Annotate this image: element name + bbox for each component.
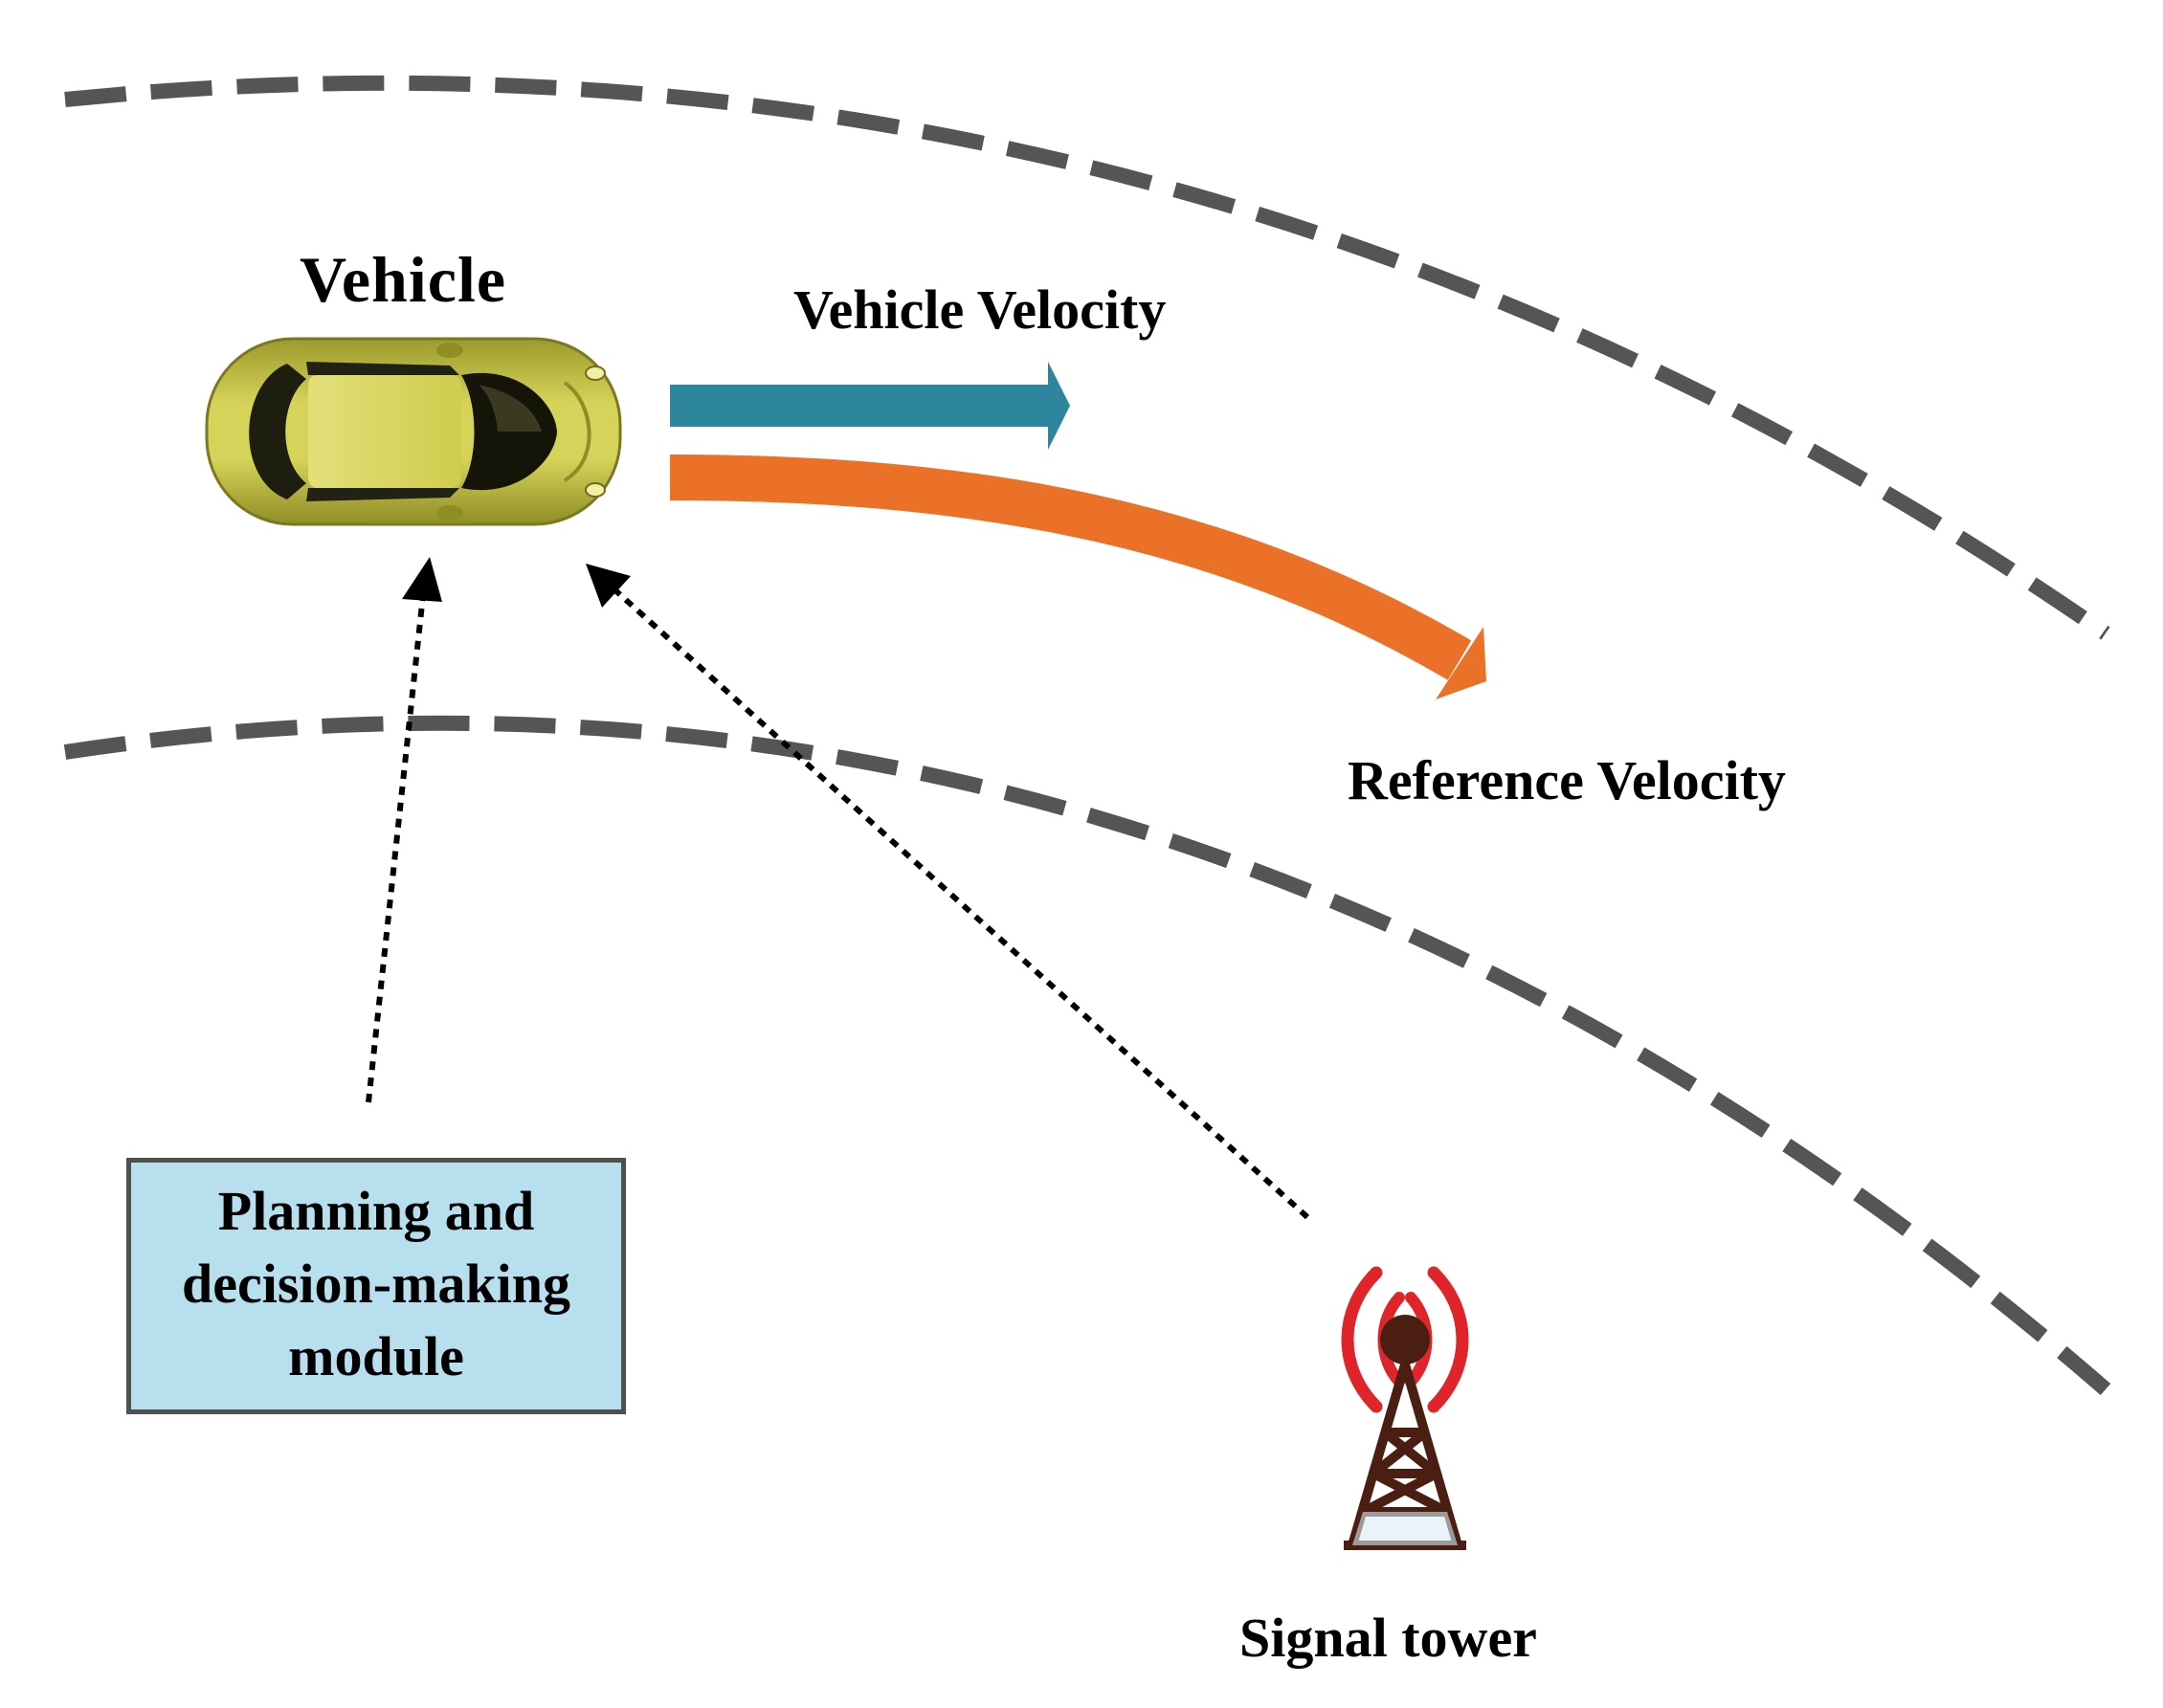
- planning-module-label: Planning and decision-making module: [181, 1180, 571, 1387]
- vehicle-velocity-arrow: [670, 362, 1070, 450]
- planning-to-vehicle-arrow: [366, 594, 426, 1103]
- reference-velocity-arrowhead: [1436, 627, 1486, 699]
- vehicle-label: Vehicle: [300, 243, 507, 316]
- vehicle-velocity-label: Vehicle Velocity: [793, 278, 1167, 341]
- tower-to-vehicle-arrow: [613, 588, 1310, 1220]
- road-edge-upper: [64, 75, 2110, 640]
- reference-velocity-arrow-shaft: [669, 455, 1472, 680]
- road-edge-lower: [63, 715, 2111, 1396]
- signal-tower-label: Signal tower: [1239, 1607, 1537, 1669]
- planning-module-box: Planning and decision-making module: [126, 1158, 626, 1414]
- signal-tower-icon: [1341, 1266, 1469, 1550]
- car-top-view-icon: [205, 337, 622, 526]
- reference-velocity-label: Reference Velocity: [1348, 749, 1786, 811]
- tower-to-vehicle-arrowhead: [586, 564, 631, 608]
- planning-to-vehicle-arrowhead: [402, 557, 442, 602]
